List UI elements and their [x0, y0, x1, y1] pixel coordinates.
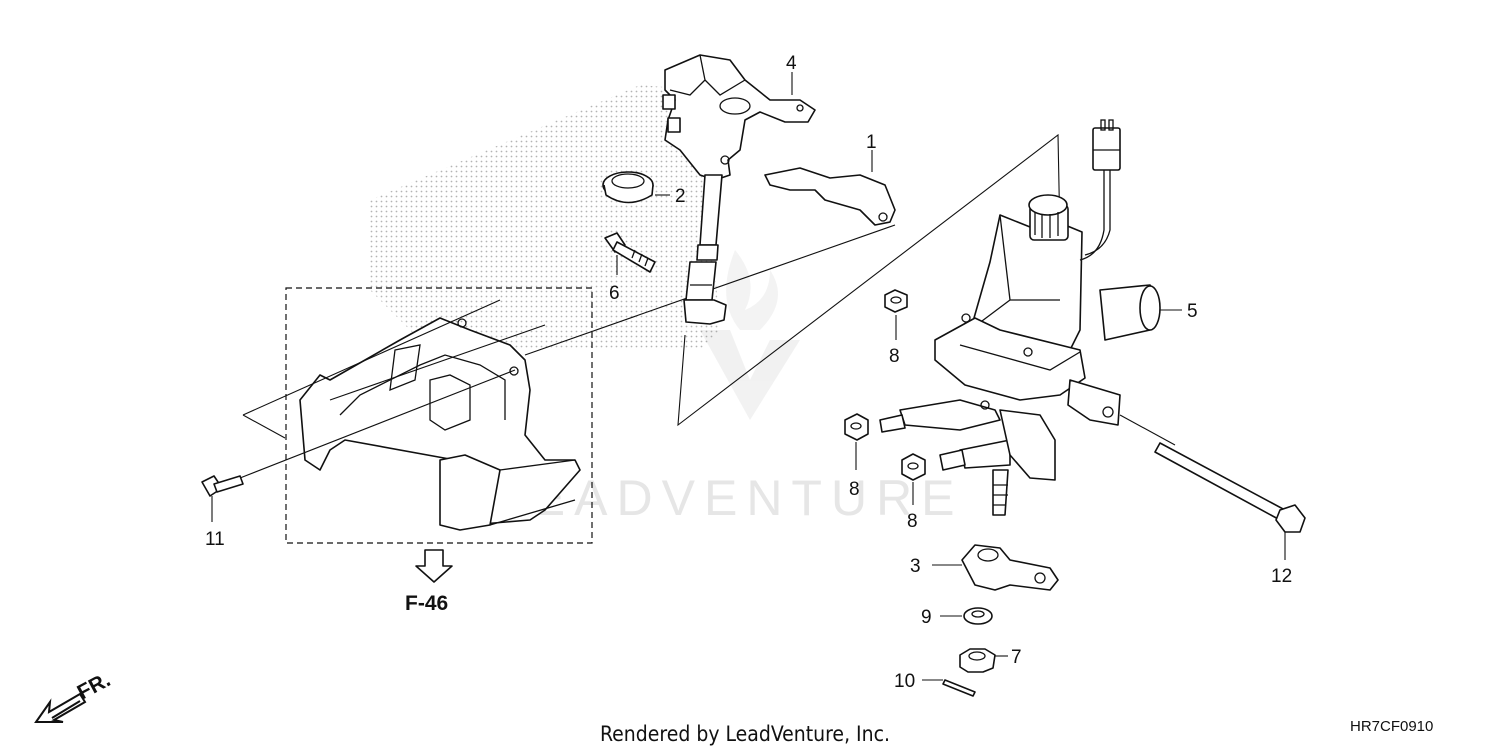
- label-part-5[interactable]: 5: [1187, 301, 1198, 322]
- label-part-3[interactable]: 3: [910, 556, 921, 577]
- label-part-7[interactable]: 7: [1011, 647, 1022, 668]
- label-part-12[interactable]: 12: [1271, 566, 1292, 587]
- shading-area: [370, 85, 720, 350]
- reference-arrow-icon: [415, 549, 453, 583]
- label-part-10[interactable]: 10: [894, 671, 915, 692]
- diagram-code: HR7CF0910: [1350, 718, 1433, 735]
- front-arrow-icon: [34, 692, 87, 723]
- label-part-1[interactable]: 1: [866, 132, 877, 153]
- cotter-pin-10: [942, 679, 976, 697]
- label-part-9[interactable]: 9: [921, 607, 932, 628]
- bolt-11: [201, 475, 244, 497]
- label-part-8-left[interactable]: 8: [849, 479, 860, 500]
- label-part-8-upper[interactable]: 8: [889, 346, 900, 367]
- footer-credit: Rendered by LeadVenture, Inc.: [600, 722, 890, 746]
- frame-reference-box: [285, 287, 593, 544]
- eps-unit: [879, 119, 1161, 516]
- dust-seal: [602, 171, 654, 204]
- watermark-logo: [700, 250, 800, 420]
- nut-8-right: [901, 453, 926, 481]
- bolt-12: [1154, 442, 1306, 533]
- castle-nut-7: [959, 648, 996, 673]
- frame-section: [299, 317, 581, 531]
- pitman-arm: [961, 544, 1059, 591]
- label-part-4[interactable]: 4: [786, 53, 797, 74]
- label-part-2[interactable]: 2: [675, 186, 686, 207]
- label-part-6[interactable]: 6: [609, 283, 620, 304]
- nut-8-upper: [884, 289, 908, 313]
- label-part-8-right[interactable]: 8: [907, 511, 918, 532]
- nut-8-left: [844, 413, 869, 441]
- bolt-6: [604, 232, 656, 273]
- steering-column: [683, 174, 727, 325]
- washer-9: [963, 607, 993, 625]
- column-clip: [764, 167, 896, 226]
- column-holder: [662, 54, 816, 181]
- callout-leaders: [211, 72, 1286, 681]
- reference-link-f46[interactable]: F-46: [405, 592, 448, 615]
- label-part-11[interactable]: 11: [205, 529, 225, 550]
